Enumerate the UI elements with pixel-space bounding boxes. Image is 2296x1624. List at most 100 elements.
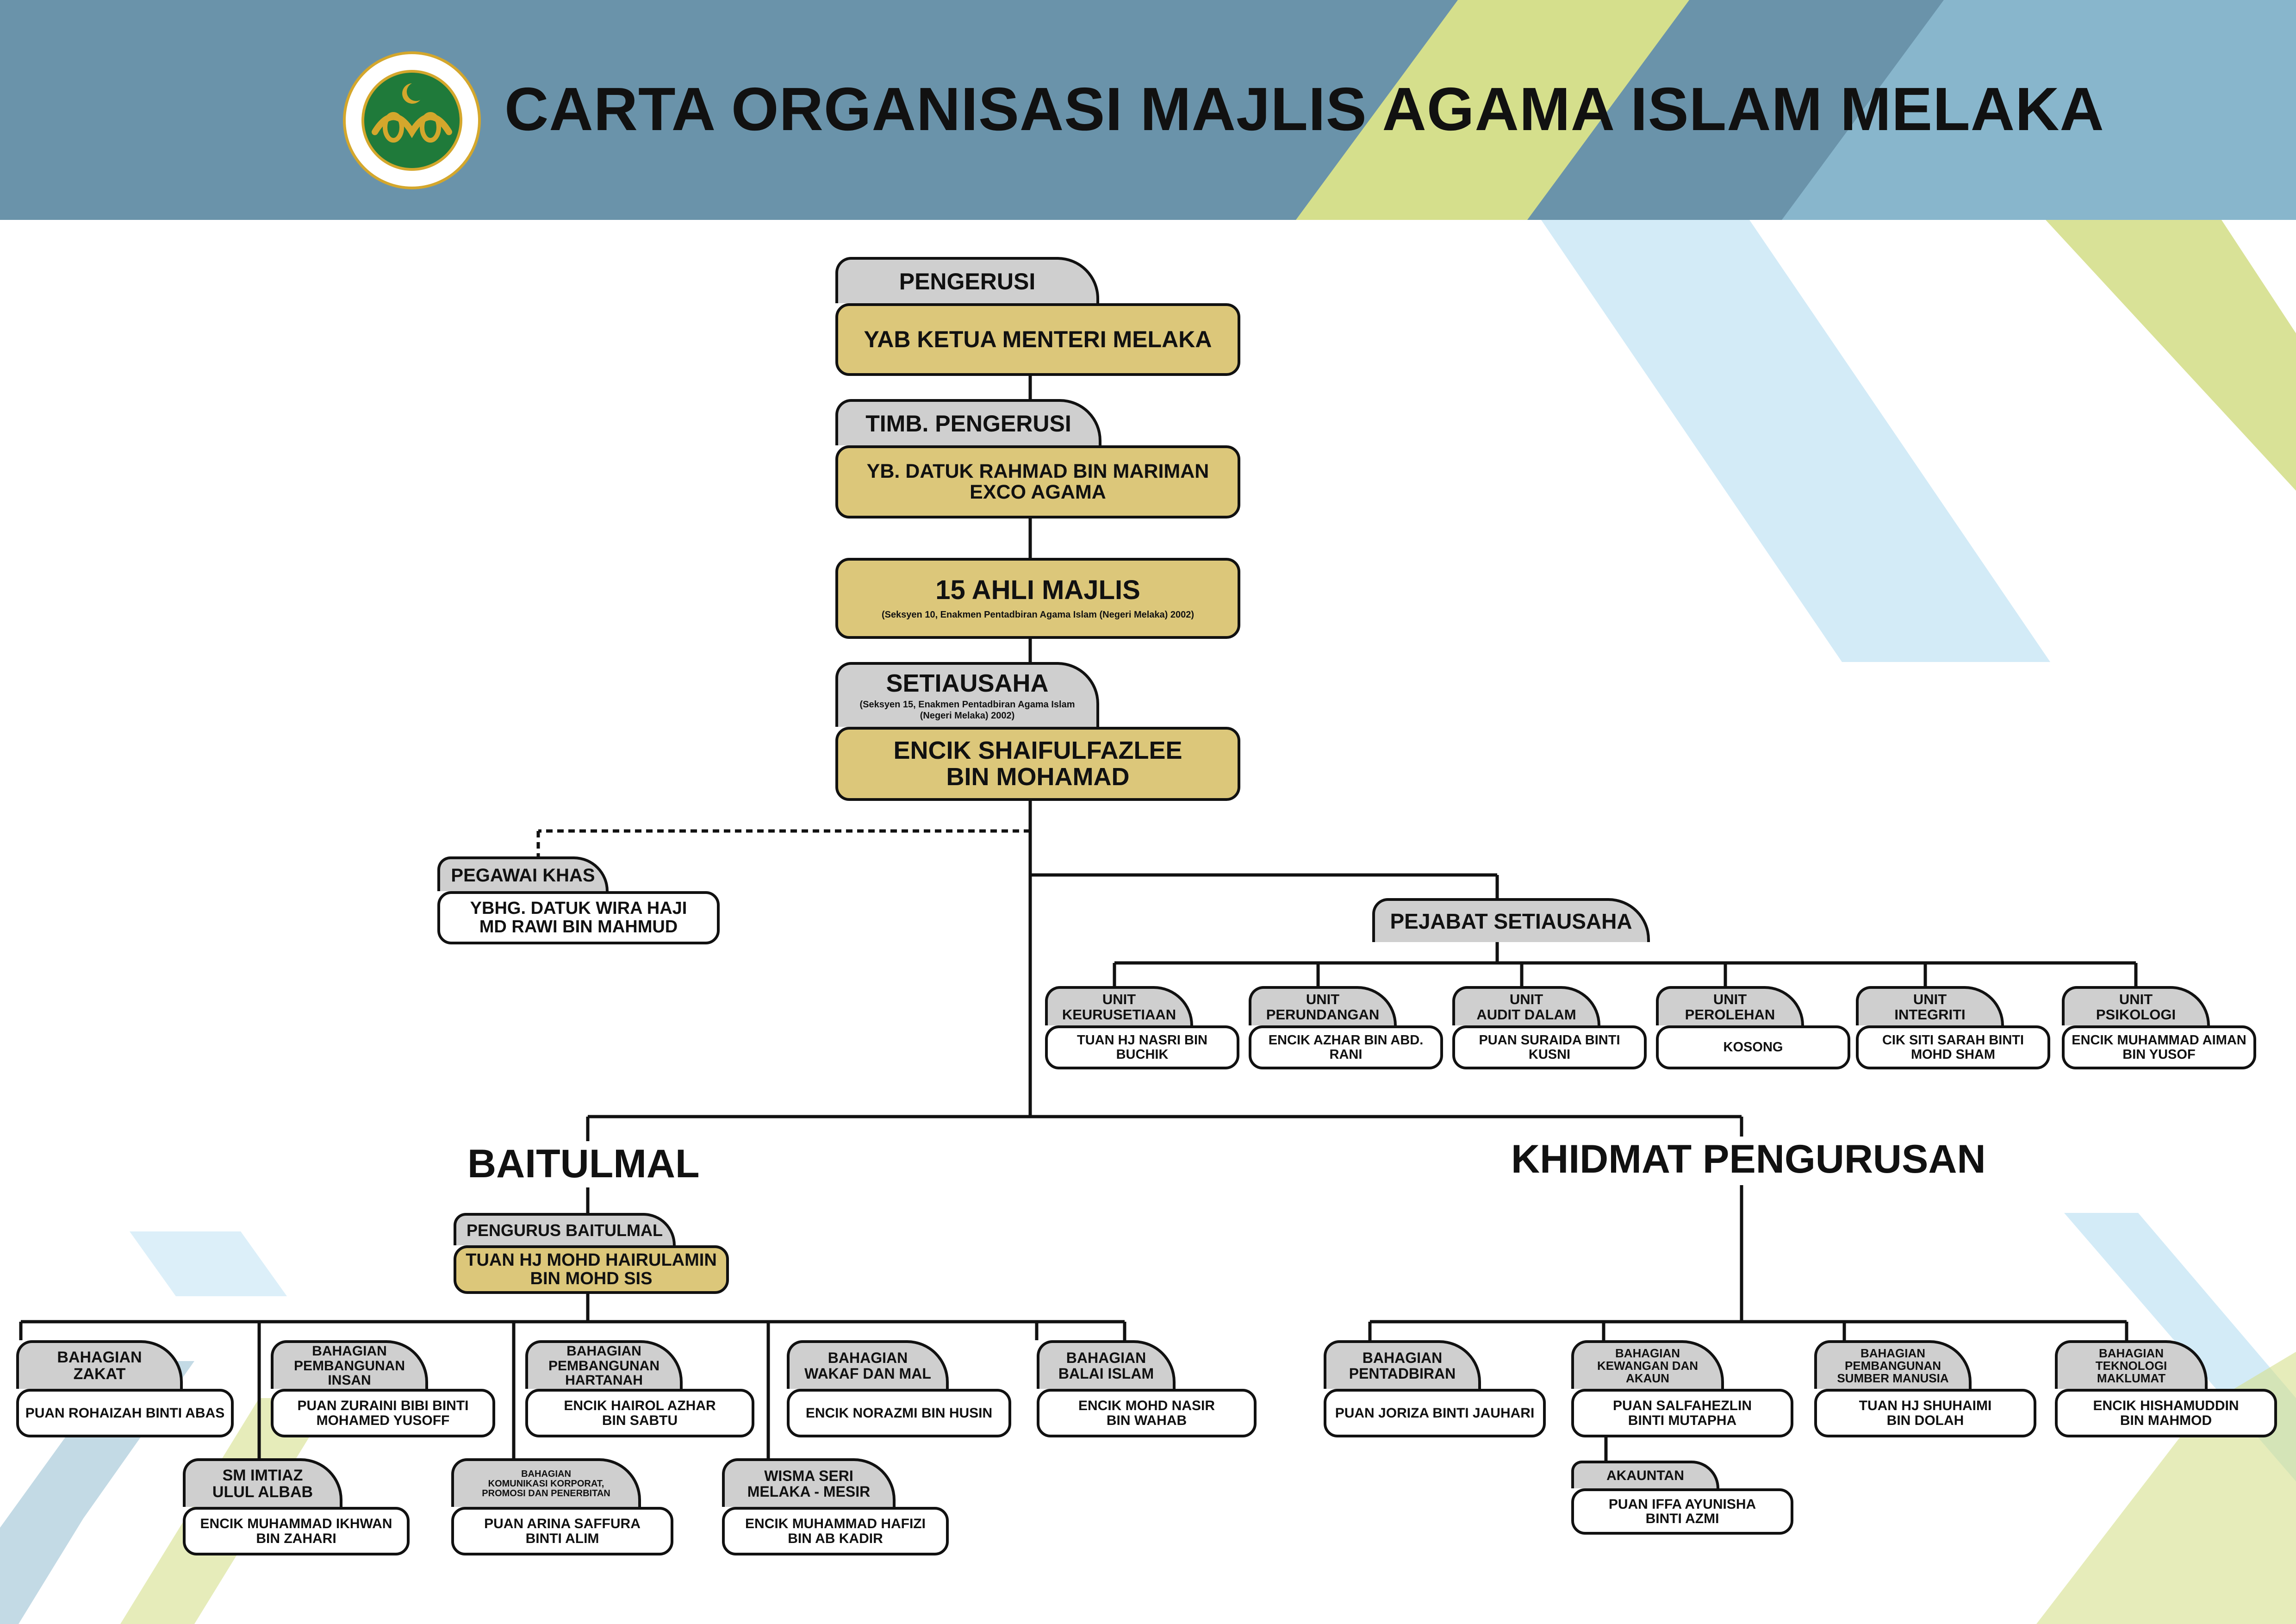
tab-line-2: PSIKOLOGI bbox=[2096, 1006, 2176, 1023]
tab-line-1: UNIT bbox=[1306, 991, 1340, 1007]
tab-bahagian: BAHAGIAN ZAKAT bbox=[16, 1340, 183, 1389]
node-unit-integriti: UNIT INTEGRITI CIK SITI SARAH BINTI MOHD… bbox=[1856, 986, 2050, 1069]
decor-stripe bbox=[130, 1231, 287, 1296]
person-name-1: ENCIK MUHAMMAD HAFIZI bbox=[745, 1516, 926, 1531]
tab-line-1: UNIT bbox=[1102, 991, 1136, 1007]
person-name-2: MOHAMED YUSOFF bbox=[316, 1412, 450, 1428]
pengurus-baitulmal-box: TUAN HJ MOHD HAIRULAMIN BIN MOHD SIS bbox=[454, 1245, 729, 1294]
node-bahagian-teknologi-maklumat: BAHAGIAN TEKNOLOGI MAKLUMAT ENCIK HISHAM… bbox=[2055, 1340, 2277, 1437]
person-name-1: PUAN IFFA AYUNISHA bbox=[1608, 1496, 1756, 1512]
tab-line-3: AKAUN bbox=[1626, 1371, 1669, 1386]
tab-line-3: PROMOSI DAN PENERBITAN bbox=[482, 1488, 610, 1499]
person-name-2: BIN SABTU bbox=[602, 1412, 678, 1428]
node-timb-pengerusi: TIMB. PENGERUSI YB. DATUK RAHMAD BIN MAR… bbox=[835, 399, 1240, 518]
person-name-1: ENCIK NORAZMI BIN HUSIN bbox=[805, 1405, 993, 1421]
tab-pejabat-setiausaha: PEJABAT SETIAUSAHA bbox=[1372, 898, 1650, 942]
tab-unit: UNIT PERUNDANGAN bbox=[1249, 986, 1397, 1025]
person-name-2: BINTI AZMI bbox=[1645, 1511, 1719, 1526]
tab-line-2: WAKAF DAN MAL bbox=[804, 1365, 931, 1382]
node-sm-imtiaz-ulul-albab: SM IMTIAZ ULUL ALBAB ENCIK MUHAMMAD IKHW… bbox=[183, 1458, 410, 1555]
node-setiausaha: SETIAUSAHA (Seksyen 15, Enakmen Pentadbi… bbox=[835, 662, 1240, 801]
person-name-1: ENCIK HISHAMUDDIN bbox=[2093, 1398, 2239, 1413]
person-name-1: PUAN ZURAINI BIBI BINTI bbox=[297, 1398, 469, 1413]
tab-line-1: BAHAGIAN bbox=[1860, 1346, 1926, 1360]
person-name-2: BIN WAHAB bbox=[1106, 1412, 1187, 1428]
tab-unit: UNIT INTEGRITI bbox=[1856, 986, 2004, 1025]
setiausaha-note: (Seksyen 15, Enakmen Pentadbiran Agama I… bbox=[859, 700, 1075, 721]
node-unit-perundangan: UNIT PERUNDANGAN ENCIK AZHAR BIN ABD. RA… bbox=[1249, 986, 1443, 1069]
tab-bahagian: BAHAGIAN TEKNOLOGI MAKLUMAT bbox=[2055, 1340, 2208, 1389]
ahli-majlis-box: 15 AHLI MAJLIS (Seksyen 10, Enakmen Pent… bbox=[835, 558, 1240, 639]
person-name-1: PUAN SURAIDA BINTI KUSNI bbox=[1479, 1033, 1620, 1062]
bahagian-person-box: ENCIK HISHAMUDDIN BIN MAHMOD bbox=[2055, 1389, 2277, 1437]
header-stripe bbox=[1782, 0, 2296, 220]
node-unit-audit-dalam: UNIT AUDIT DALAM PUAN SURAIDA BINTI KUSN… bbox=[1452, 986, 1647, 1069]
unit-person-box: KOSONG bbox=[1656, 1025, 1850, 1069]
timb-pengerusi-role: EXCO AGAMA bbox=[970, 481, 1106, 503]
tab-line-3: SUMBER MANUSIA bbox=[1837, 1371, 1949, 1386]
decor-stripe bbox=[2046, 220, 2296, 491]
tab-sub: SM IMTIAZ ULUL ALBAB bbox=[183, 1458, 342, 1507]
node-bahagian-kewangan-dan-akaun: BAHAGIAN KEWANGAN DAN AKAUN PUAN SALFAHE… bbox=[1571, 1340, 1793, 1437]
tab-line-1: BAHAGIAN bbox=[2098, 1346, 2164, 1360]
tab-line-3: INSAN bbox=[328, 1373, 371, 1388]
tab-line-2: PEMBANGUNAN bbox=[548, 1358, 660, 1374]
person-name-2: MOHD SHAM bbox=[1910, 1047, 1996, 1062]
tab-line-1: WISMA SERI bbox=[764, 1467, 853, 1484]
tab-line-1: BAHAGIAN bbox=[312, 1343, 387, 1359]
node-ahli-majlis: 15 AHLI MAJLIS (Seksyen 10, Enakmen Pent… bbox=[835, 558, 1240, 639]
tab-line-1: BAHAGIAN bbox=[1362, 1349, 1443, 1366]
bahagian-person-box: ENCIK HAIROL AZHAR BIN SABTU bbox=[525, 1389, 754, 1437]
person-name-1: ENCIK HAIROL AZHAR bbox=[564, 1398, 716, 1413]
person-name-1: ENCIK AZHAR BIN ABD. RANI bbox=[1268, 1033, 1424, 1062]
node-bahagian-komunikasi-korporat: BAHAGIAN KOMUNIKASI KORPORAT, PROMOSI DA… bbox=[451, 1458, 673, 1555]
tab-pegawai-khas: PEGAWAI KHAS bbox=[437, 856, 609, 891]
tab-akauntan: AKAUNTAN bbox=[1571, 1461, 1719, 1488]
node-pengurus-baitulmal: PENGURUS BAITULMAL TUAN HJ MOHD HAIRULAM… bbox=[454, 1213, 729, 1294]
tab-unit: UNIT AUDIT DALAM bbox=[1452, 986, 1600, 1025]
sub-person-box: ENCIK MUHAMMAD HAFIZI BIN AB KADIR bbox=[722, 1507, 949, 1555]
tab-unit: UNIT PSIKOLOGI bbox=[2062, 986, 2210, 1025]
person-name-2: BIN DOLAH bbox=[1886, 1412, 1964, 1428]
node-bahagian-pembangunan-hartanah: BAHAGIAN PEMBANGUNAN HARTANAH ENCIK HAIR… bbox=[525, 1340, 754, 1437]
tab-pengurus-baitulmal: PENGURUS BAITULMAL bbox=[454, 1213, 676, 1245]
setiausaha-label: SETIAUSAHA bbox=[886, 669, 1049, 697]
bahagian-person-box: PUAN ROHAIZAH BINTI ABAS bbox=[16, 1389, 234, 1437]
unit-person-box: PUAN SURAIDA BINTI KUSNI bbox=[1452, 1025, 1647, 1069]
tab-line-2: INTEGRITI bbox=[1894, 1006, 1966, 1023]
node-bahagian-pembangunan-sumber-manusia: BAHAGIAN PEMBANGUNAN SUMBER MANUSIA TUAN… bbox=[1814, 1340, 2036, 1437]
person-name-1: PUAN ARINA SAFFURA bbox=[484, 1516, 641, 1531]
page-title: CARTA ORGANISASI MAJLIS AGAMA ISLAM MELA… bbox=[504, 75, 2104, 143]
pegawai-khas-name-2: MD RAWI BIN MAHMUD bbox=[479, 917, 678, 937]
tab-line-1: BAHAGIAN bbox=[1615, 1346, 1680, 1360]
tab-line-2: BALAI ISLAM bbox=[1058, 1365, 1154, 1382]
tab-bahagian: BAHAGIAN WAKAF DAN MAL bbox=[787, 1340, 949, 1389]
tab-line-2: TEKNOLOGI bbox=[2095, 1358, 2167, 1373]
bahagian-person-box: PUAN ZURAINI BIBI BINTI MOHAMED YUSOFF bbox=[271, 1389, 495, 1437]
bahagian-person-box: TUAN HJ SHUHAIMI BIN DOLAH bbox=[1814, 1389, 2036, 1437]
bahagian-person-box: PUAN JORIZA BINTI JAUHARI bbox=[1324, 1389, 1546, 1437]
unit-person-box: ENCIK MUHAMMAD AIMAN BIN YUSOF bbox=[2062, 1025, 2256, 1069]
unit-person-box: CIK SITI SARAH BINTI MOHD SHAM bbox=[1856, 1025, 2050, 1069]
setiausaha-name-2: BIN MOHAMAD bbox=[946, 763, 1130, 791]
header-stripe bbox=[1296, 0, 1689, 220]
bahagian-person-box: ENCIK NORAZMI BIN HUSIN bbox=[787, 1389, 1011, 1437]
tab-unit: UNIT KEURUSETIAAN bbox=[1045, 986, 1193, 1025]
person-name-2: BIN YUSOF bbox=[2122, 1047, 2196, 1062]
sub-person-box: PUAN ARINA SAFFURA BINTI ALIM bbox=[451, 1507, 673, 1555]
tab-line-2: PENTADBIRAN bbox=[1349, 1365, 1456, 1382]
akauntan-person-box: PUAN IFFA AYUNISHA BINTI AZMI bbox=[1571, 1488, 1793, 1535]
node-unit-perolehan: UNIT PEROLEHAN KOSONG bbox=[1656, 986, 1850, 1069]
tab-line-2: PERUNDANGAN bbox=[1266, 1006, 1380, 1023]
person-name-1: TUAN HJ NASRI BIN BUCHIK bbox=[1077, 1033, 1207, 1062]
person-name-2: BIN ZAHARI bbox=[256, 1530, 336, 1546]
tab-line-1: UNIT bbox=[1509, 991, 1543, 1007]
tab-line-1: SM IMTIAZ bbox=[222, 1466, 303, 1484]
decor-stripe bbox=[1541, 220, 2050, 662]
node-bahagian-pentadbiran: BAHAGIAN PENTADBIRAN PUAN JORIZA BINTI J… bbox=[1324, 1340, 1546, 1437]
tab-line-1: BAHAGIAN bbox=[828, 1349, 908, 1366]
tab-bahagian: BAHAGIAN KEWANGAN DAN AKAUN bbox=[1571, 1340, 1724, 1389]
tab-line-2: ZAKAT bbox=[73, 1365, 126, 1383]
person-name-1: PUAN ROHAIZAH BINTI ABAS bbox=[25, 1405, 225, 1421]
